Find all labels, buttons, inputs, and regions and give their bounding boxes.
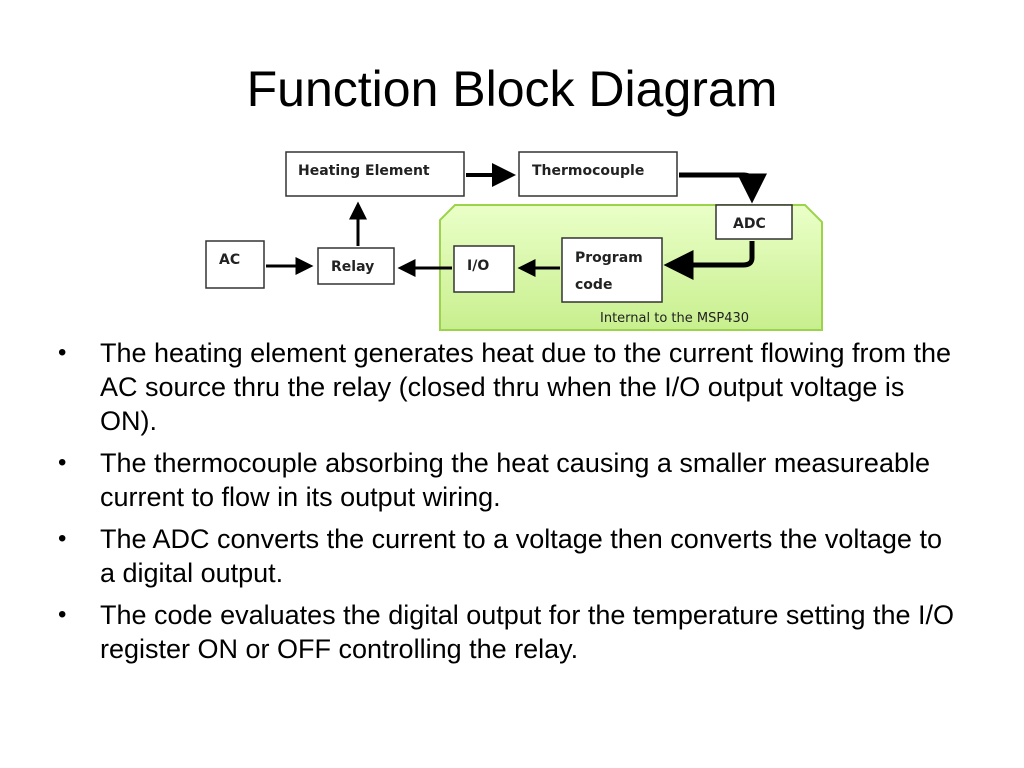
arrow-thermocouple-to-adc: [679, 172, 767, 204]
program-code-label-line1: Program: [575, 250, 643, 266]
bullet-item: • The ADC converts the current to a volta…: [58, 522, 958, 590]
bullet-icon: •: [58, 449, 67, 476]
bullet-text: The heating element generates heat due t…: [100, 338, 952, 436]
ac-label: AC: [219, 252, 240, 268]
arrow-adc-to-program-code: [663, 241, 755, 280]
bullet-text: The code evaluates the digital output fo…: [100, 600, 955, 664]
relay-label: Relay: [331, 259, 374, 275]
program-code-label-line2: code: [575, 277, 612, 293]
ac-block: AC: [205, 240, 265, 289]
bullet-icon: •: [58, 601, 67, 628]
program-code-block: Program code: [561, 237, 663, 303]
thermocouple-label: Thermocouple: [532, 163, 644, 179]
bullet-item: • The code evaluates the digital output f…: [58, 598, 958, 666]
io-label: I/O: [467, 258, 489, 274]
msp430-region-caption: Internal to the MSP430: [600, 311, 749, 326]
bullet-icon: •: [58, 525, 67, 552]
bullet-item: • The heating element generates heat due …: [58, 336, 958, 438]
slide-title: Function Block Diagram: [246, 61, 778, 117]
relay-block: Relay: [317, 247, 395, 285]
heating-element-block: Heating Element: [285, 151, 465, 197]
heating-element-label: Heating Element: [298, 163, 430, 179]
bullet-icon: •: [58, 339, 67, 366]
bullet-text: The thermocouple absorbing the heat caus…: [100, 448, 930, 512]
io-block: I/O: [453, 245, 515, 293]
bullet-item: • The thermocouple absorbing the heat cau…: [58, 446, 958, 514]
bullet-list: • The heating element generates heat due …: [58, 336, 958, 674]
adc-block: ADC: [715, 204, 793, 240]
bullet-text: The ADC converts the current to a voltag…: [100, 524, 942, 588]
adc-label: ADC: [733, 216, 766, 232]
thermocouple-block: Thermocouple: [518, 151, 678, 197]
